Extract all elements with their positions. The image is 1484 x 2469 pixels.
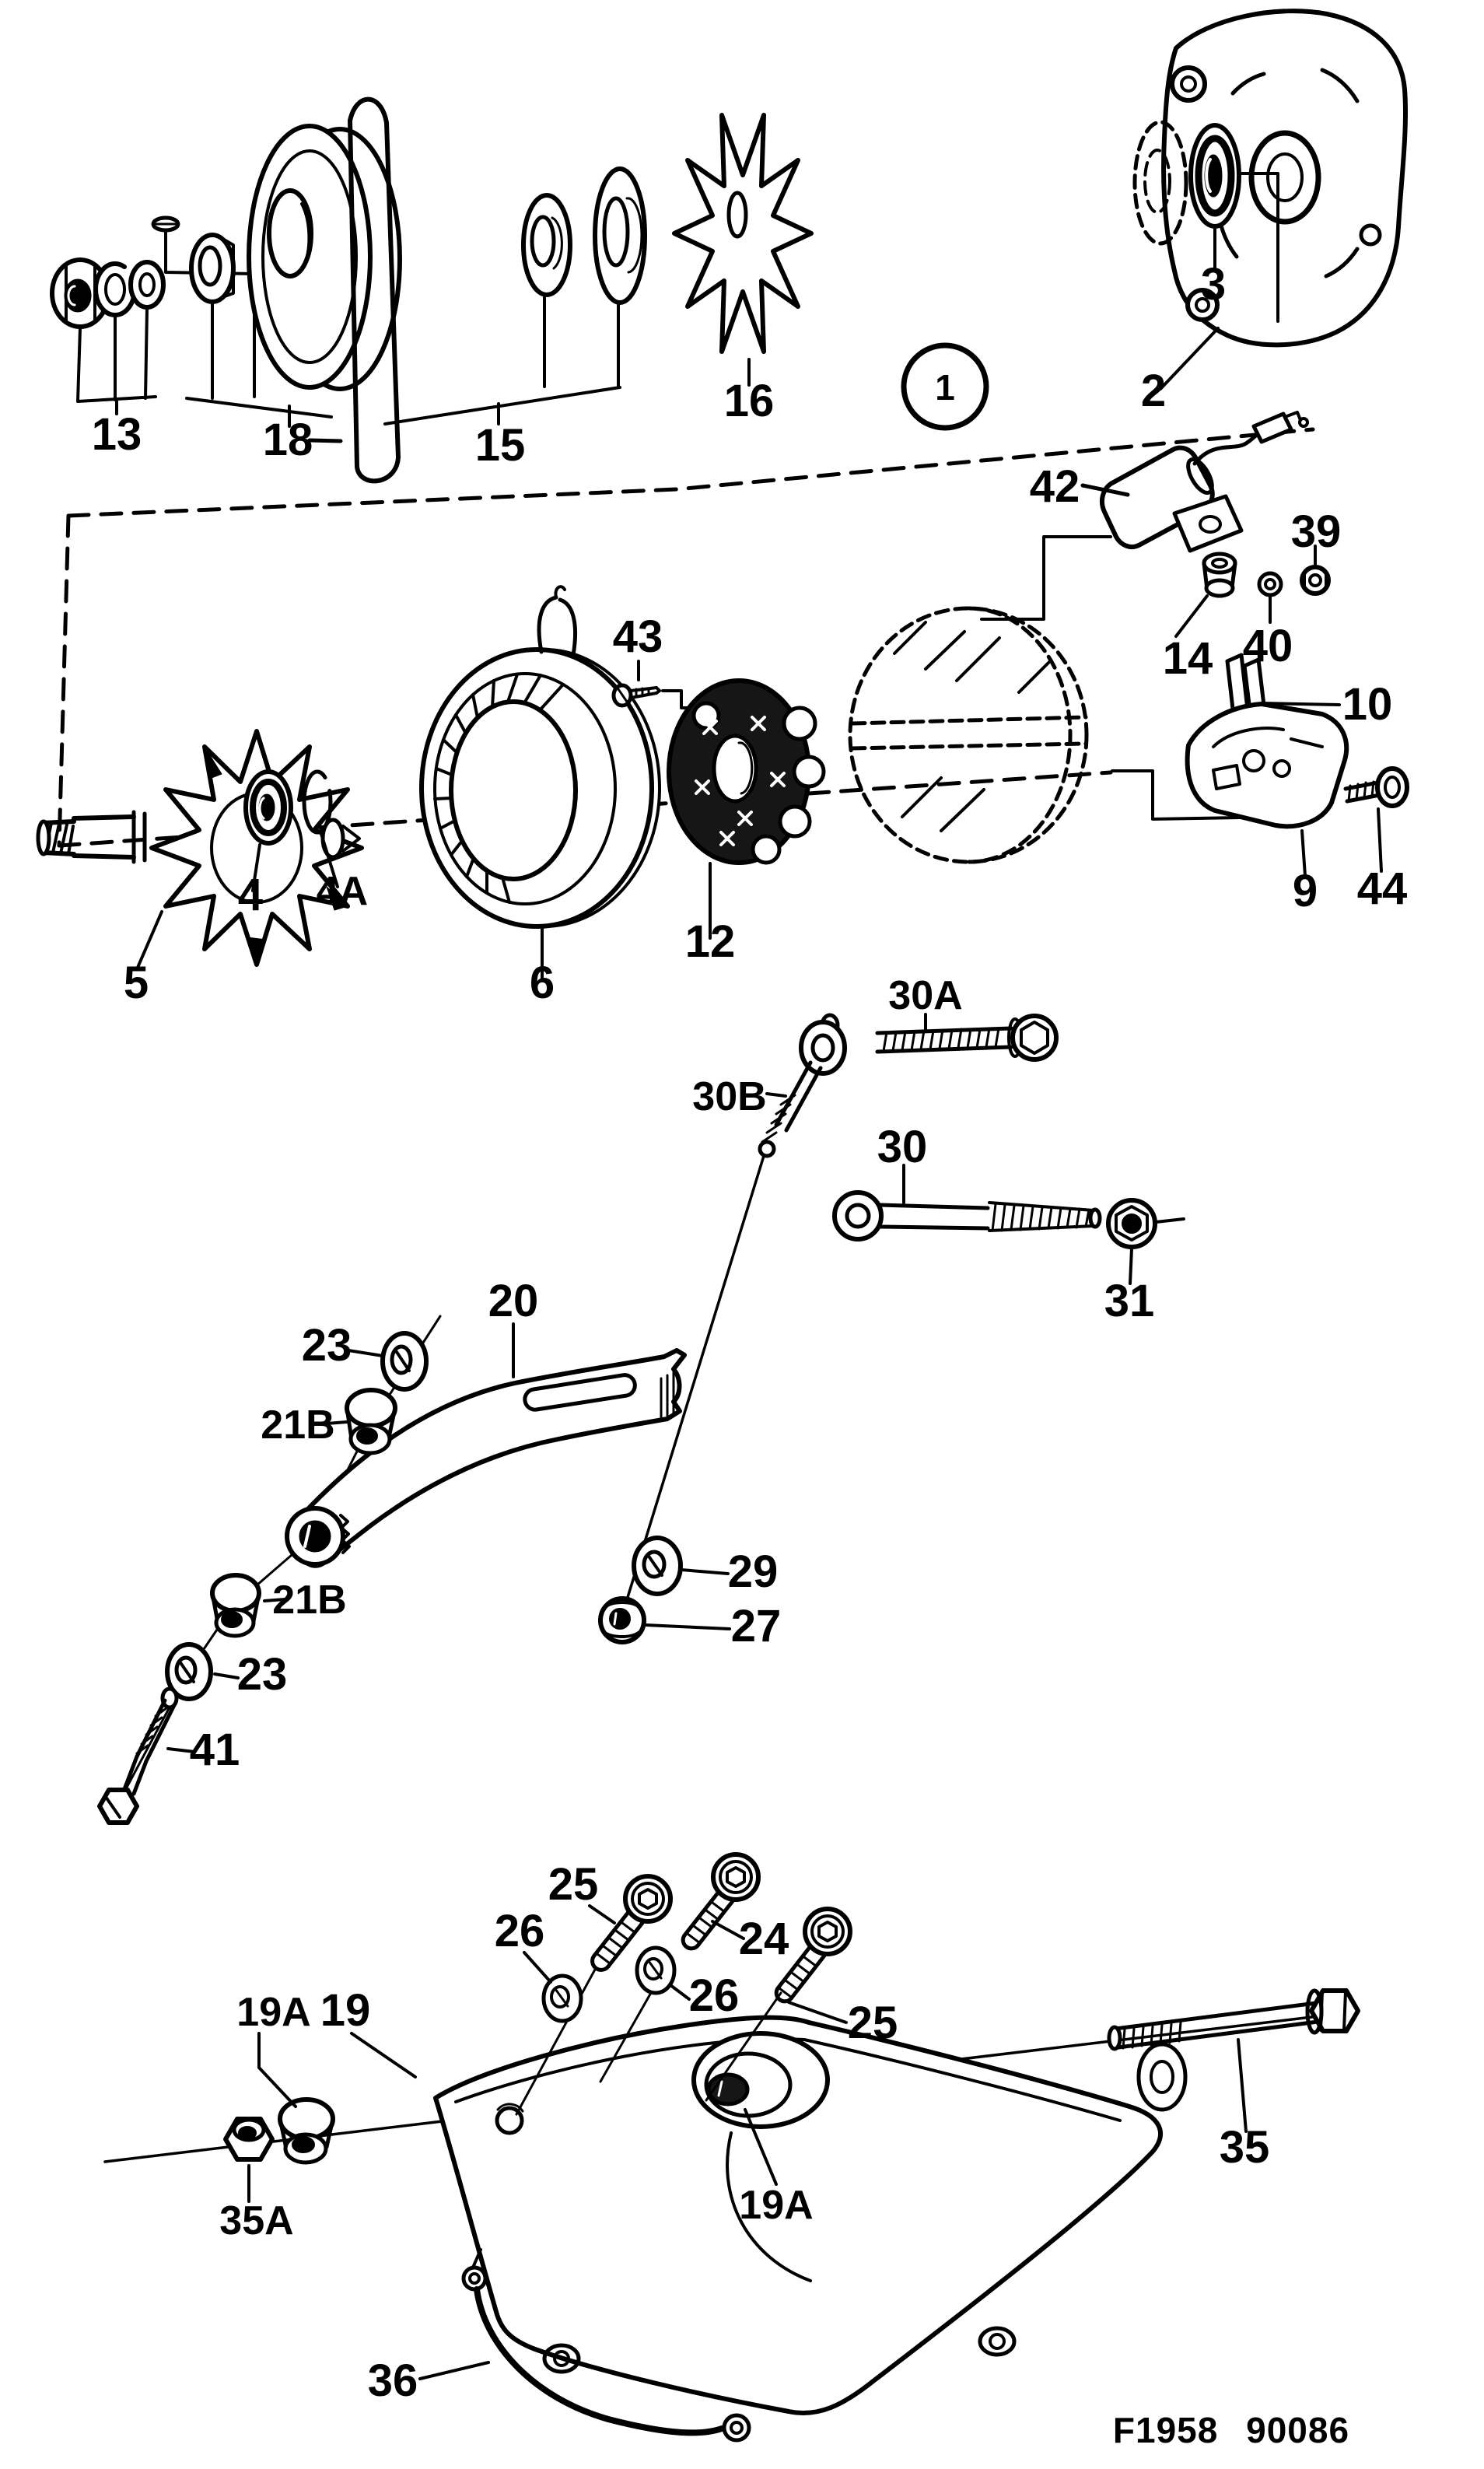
callout-42: 42 (1030, 461, 1080, 512)
stator-screw (611, 660, 699, 709)
drive-belt (348, 96, 401, 484)
callout-18: 18 (263, 415, 313, 465)
washer-29 (632, 1536, 730, 1596)
callout-25-left: 25 (548, 1859, 599, 1910)
rectifier (667, 678, 826, 940)
assembly-badge (901, 342, 989, 431)
mounting-bracket (350, 2015, 1188, 2416)
callout-30B: 30B (692, 1074, 766, 1119)
terminal-stud (1174, 552, 1237, 638)
callout-26-left: 26 (495, 1906, 545, 1956)
callout-31: 31 (1104, 1276, 1155, 1326)
washer-26-left (523, 1951, 583, 2023)
rear-bearing (243, 769, 293, 892)
spacer-key (151, 215, 343, 443)
callout-19A-center: 19A (739, 2183, 813, 2228)
arm-slot (523, 1373, 637, 1412)
diode-marks (695, 716, 786, 846)
callout-20: 20 (488, 1276, 539, 1326)
adjusting-arm (285, 1322, 687, 1568)
fan (672, 113, 814, 387)
bolt-41 (97, 1686, 196, 1825)
callout-27: 27 (731, 1601, 782, 1651)
callout-39: 39 (1291, 506, 1342, 557)
callout-40: 40 (1243, 621, 1293, 671)
callout-30A: 30A (888, 973, 962, 1018)
bushing-21B-upper (325, 1388, 397, 1455)
figure-code: F1958 90086 (1113, 2410, 1349, 2450)
callout-12: 12 (685, 916, 736, 967)
terminal-washer (1257, 571, 1283, 624)
callout-23-upper: 23 (302, 1320, 352, 1371)
callout-6: 6 (530, 958, 555, 1008)
gasket-phantom (1132, 120, 1188, 246)
callout-35: 35 (1220, 2122, 1270, 2173)
pulley (247, 96, 647, 484)
bushing-21B-lower (210, 1573, 286, 1638)
callout-4: 4 (238, 870, 263, 920)
callout-29: 29 (728, 1546, 779, 1597)
pulley-nut-and-washers (50, 257, 166, 415)
bracket-bushing-left (257, 2032, 335, 2165)
retaining-ring (302, 769, 339, 888)
callout-30: 30 (877, 1122, 928, 1172)
callout-35A: 35A (219, 2198, 293, 2243)
callout-36: 36 (368, 2355, 418, 2406)
regulator-screw (1343, 766, 1409, 873)
callout-5: 5 (124, 958, 149, 1008)
through-bolt-35 (1107, 1988, 1360, 2133)
artwork (36, 9, 1409, 2443)
callout-19A-left: 19A (236, 1990, 310, 2035)
callout-3: 3 (1201, 259, 1226, 310)
callout-41: 41 (190, 1725, 240, 1775)
callout-43: 43 (613, 611, 663, 662)
washer-26-middle (635, 1945, 691, 2001)
drive-end-housing (1159, 9, 1408, 390)
washer-23-lower (165, 1642, 240, 1701)
socket-head-bolt-left (515, 1874, 673, 2116)
front-bearing (1188, 123, 1279, 323)
callout-19: 19 (320, 1985, 371, 2036)
callout-25-right: 25 (848, 1998, 898, 2048)
washer-23-upper (347, 1331, 429, 1392)
callout-15: 15 (475, 420, 526, 471)
callout-21B-upper: 21B (261, 1403, 334, 1448)
nut-35A (223, 2117, 275, 2203)
callout-1-badge: 1 (935, 367, 955, 408)
callout-16: 16 (724, 376, 775, 426)
callout-24: 24 (739, 1914, 789, 1964)
adjusting-bolt-30B (621, 1013, 847, 1616)
ground-strap (418, 2248, 751, 2443)
callout-13: 13 (92, 409, 142, 460)
flange-nut-31 (1106, 1198, 1185, 1285)
adjusting-bolt-30 (832, 1164, 1102, 1242)
terminal-nut (1300, 545, 1331, 596)
callout-10: 10 (1342, 679, 1393, 730)
stator (419, 585, 661, 980)
callout-9: 9 (1293, 866, 1318, 916)
callout-2: 2 (1141, 366, 1166, 416)
callout-4A: 4A (317, 869, 368, 914)
socket-head-bolt-right (705, 1907, 852, 2102)
callout-44: 44 (1357, 863, 1408, 914)
callout-14: 14 (1163, 633, 1213, 684)
rotor (36, 729, 364, 971)
callout-21B-lower: 21B (272, 1578, 346, 1623)
callout-26-middle: 26 (689, 1970, 740, 2021)
callout-23-lower: 23 (237, 1649, 288, 1700)
flange-nut-27 (598, 1596, 731, 1644)
adjusting-bolt-30A (875, 1013, 1059, 1062)
callout-labels: 13 18 15 16 1 2 3 42 39 40 14 10 43 6 12… (92, 259, 1408, 2450)
socket-head-bolt-middle (599, 1852, 761, 2083)
voltage-regulator (1185, 702, 1349, 877)
suppression-capacitor (1080, 411, 1309, 553)
slip-ring-end-frame-phantom (848, 535, 1243, 864)
